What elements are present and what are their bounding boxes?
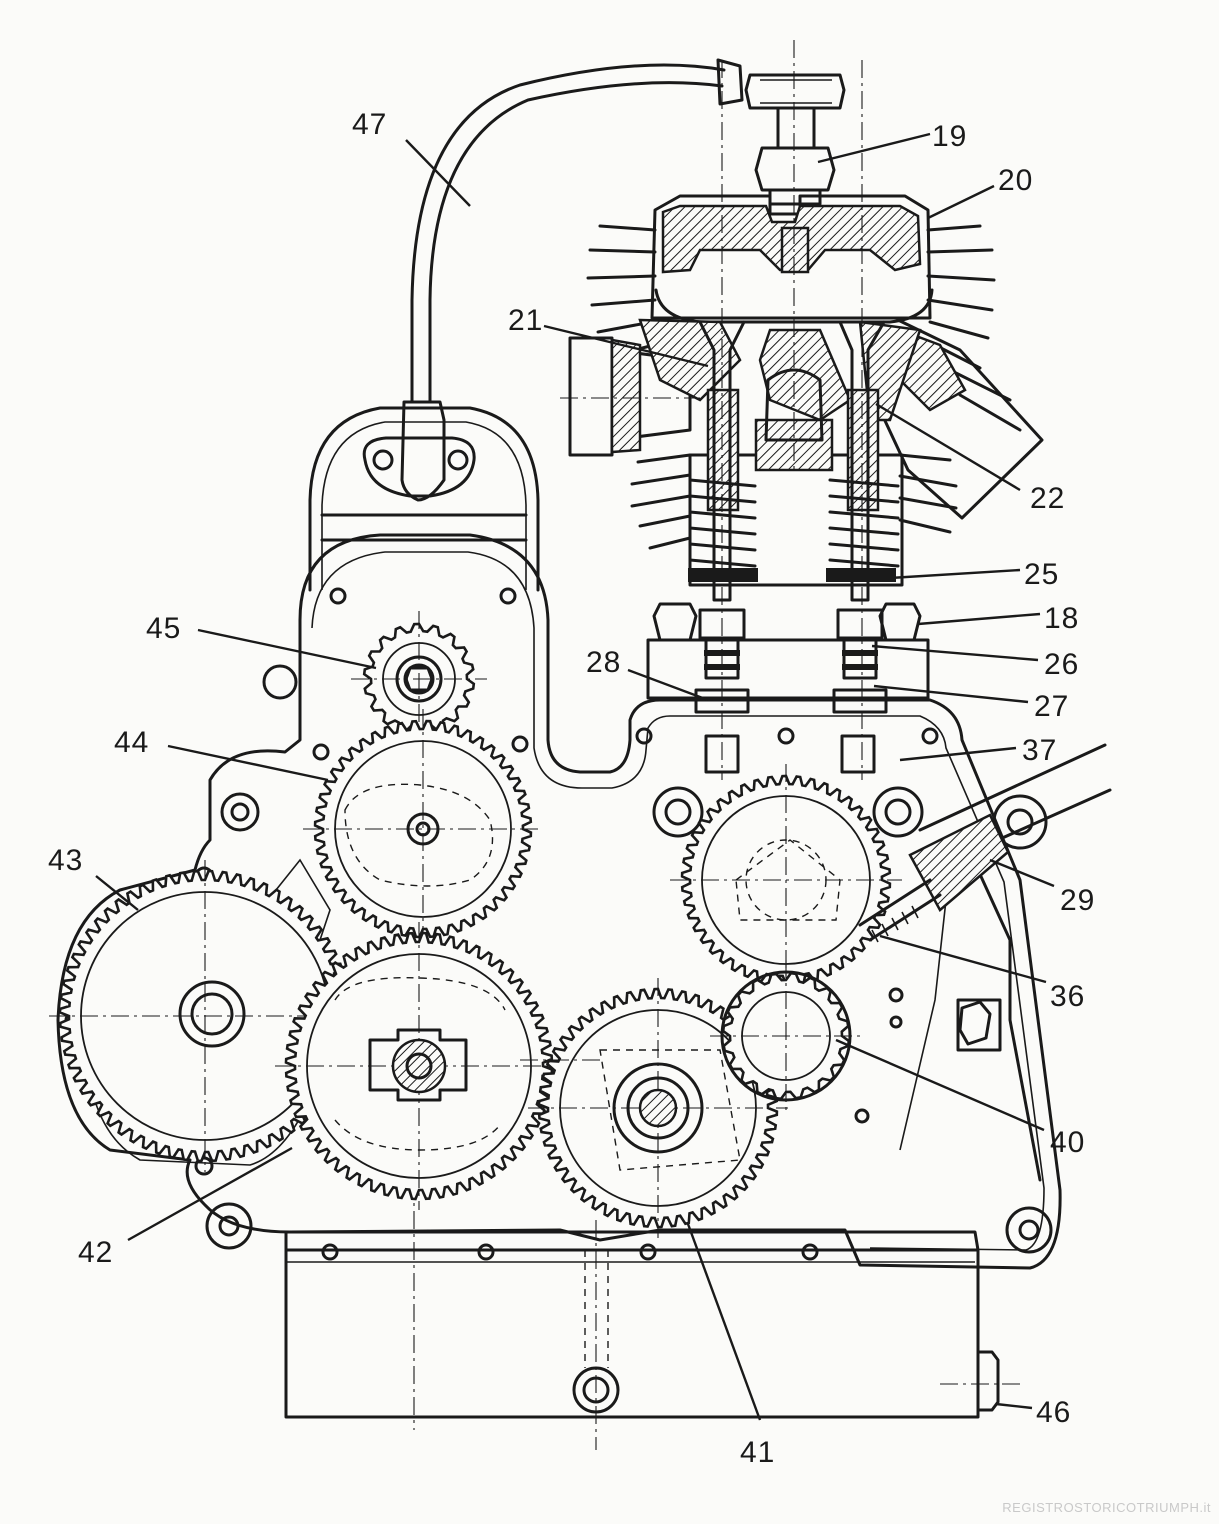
callout-28: 28 [586, 646, 621, 679]
magneto-drive-gear-teeth [313, 719, 533, 939]
gear-details [178, 655, 1112, 1171]
magneto-housing [308, 58, 744, 592]
callout-18: 18 [1044, 602, 1079, 635]
crankcase [284, 1180, 1020, 1450]
leader-lines [95, 132, 1055, 1421]
magneto-pinion-gear [351, 611, 487, 747]
callout-46: 46 [1036, 1396, 1071, 1429]
callout-44: 44 [114, 726, 149, 759]
callout-42: 42 [78, 1236, 113, 1269]
cylinder [560, 40, 1044, 780]
watermark-text: REGISTROSTORICOTRIUMPH.it [1002, 1500, 1211, 1515]
callout-25: 25 [1024, 558, 1059, 591]
callout-26: 26 [1044, 648, 1079, 681]
callout-37: 37 [1022, 734, 1057, 767]
callout-20: 20 [998, 164, 1033, 197]
callout-29: 29 [1060, 884, 1095, 917]
oil-pump-gear [710, 960, 862, 1112]
callout-19: 19 [932, 120, 967, 153]
callout-43: 43 [48, 844, 83, 877]
callout-41: 41 [740, 1436, 775, 1469]
callout-27: 27 [1034, 690, 1069, 723]
cover-bolts [64, 587, 1053, 1261]
gear-train [49, 611, 902, 1238]
tappets [694, 608, 888, 774]
callouts: 19 20 21 22 25 18 26 28 27 37 29 36 40 4… [48, 108, 1095, 1469]
callout-47: 47 [352, 108, 387, 141]
magneto-drive-gear [303, 709, 543, 949]
callout-45: 45 [146, 612, 181, 645]
callout-22: 22 [1030, 482, 1065, 515]
callout-21: 21 [508, 304, 543, 337]
callout-36: 36 [1050, 980, 1085, 1013]
callout-40: 40 [1050, 1126, 1085, 1159]
camshaft-gear [670, 764, 902, 996]
